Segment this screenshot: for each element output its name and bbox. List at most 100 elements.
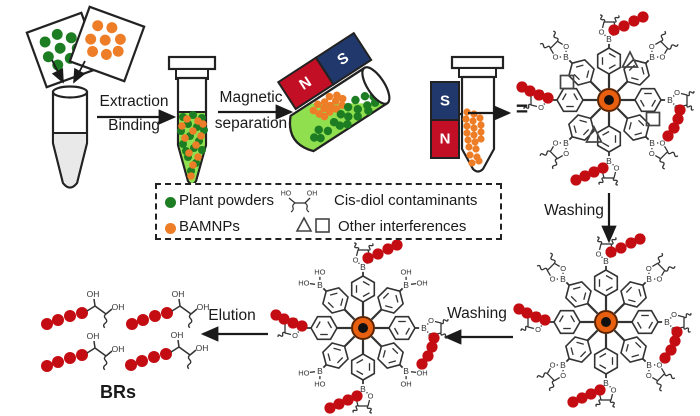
svg-text:O: O	[560, 371, 566, 380]
bamnp-brs-only: BOOOHOHBBOOHOHOBBOOHOHOBBOOOHOHB	[270, 239, 449, 414]
svg-text:O: O	[560, 264, 566, 273]
svg-text:B: B	[560, 274, 566, 284]
svg-text:B: B	[563, 138, 569, 148]
svg-text:O: O	[656, 275, 662, 284]
svg-text:B: B	[603, 378, 609, 388]
svg-text:O: O	[649, 149, 655, 158]
extraction-label: Extraction	[99, 93, 169, 110]
upright-magnet: SN	[430, 81, 460, 159]
svg-text:O: O	[611, 386, 617, 395]
svg-text:B: B	[649, 52, 655, 62]
svg-text:O: O	[649, 42, 655, 51]
tilted-magnet: NS	[276, 31, 373, 111]
svg-text:O: O	[550, 360, 556, 369]
bamnp-loaded-washed: BOOBOOBOOBOOBOOBOOBOOBOO	[513, 233, 692, 408]
plant-powder-dot-icon	[165, 197, 176, 208]
svg-text:B: B	[560, 360, 566, 370]
bamnp-packet	[68, 5, 146, 83]
svg-text:OH: OH	[172, 289, 185, 299]
elution-label: Elution	[208, 307, 256, 324]
washing-right-label: Washing	[544, 202, 604, 219]
legend-other-label: Other interferences	[338, 218, 467, 235]
svg-text:B: B	[317, 280, 323, 290]
svg-text:B: B	[606, 156, 612, 166]
legend-bamnps-label: BAMNPs	[179, 218, 240, 235]
svg-text:HO: HO	[298, 278, 309, 287]
svg-text:OH: OH	[197, 302, 210, 312]
svg-text:OH: OH	[307, 191, 318, 198]
square-icon	[315, 218, 330, 233]
svg-text:O: O	[550, 275, 556, 284]
tube-extract-binding	[167, 55, 217, 186]
other-interferences-icon	[295, 216, 335, 239]
svg-text:O: O	[614, 164, 620, 173]
svg-text:HO: HO	[298, 369, 309, 378]
br-molecule: OH OH	[126, 289, 209, 330]
svg-text:B: B	[403, 280, 409, 290]
svg-text:B: B	[606, 34, 612, 44]
svg-text:HO: HO	[314, 267, 325, 276]
svg-text:O: O	[292, 331, 298, 340]
triangle-icon	[295, 216, 313, 232]
svg-text:OH: OH	[112, 302, 125, 312]
svg-text:O: O	[656, 360, 662, 369]
svg-text:OH: OH	[87, 331, 100, 341]
svg-text:O: O	[659, 53, 665, 62]
svg-text:O: O	[674, 88, 680, 97]
bamnp-loaded-with-interferences: BOOBOOBOOBOOBOOBOOBOOBOO	[516, 11, 695, 186]
separation-label: separation	[214, 115, 288, 132]
svg-text:O: O	[599, 28, 605, 37]
svg-text:O: O	[563, 149, 569, 158]
svg-text:OH: OH	[416, 278, 427, 287]
tube-empty	[51, 85, 89, 189]
washing-mid-label: Washing	[447, 305, 507, 322]
legend-plant-powders-label: Plant powders	[179, 192, 275, 209]
svg-text:B: B	[403, 366, 409, 376]
svg-text:B: B	[603, 256, 609, 266]
legend-box: Plant powders BAMNPs HO OH Cis-diol cont…	[155, 183, 502, 240]
svg-text:B: B	[360, 384, 366, 394]
svg-text:B: B	[646, 274, 652, 284]
svg-text:O: O	[428, 316, 434, 325]
equals-sign: =	[515, 98, 529, 121]
cis-diol-structure-icon: HO OH	[279, 186, 331, 221]
svg-text:B: B	[667, 95, 673, 105]
svg-text:N: N	[440, 131, 451, 148]
legend-cis-diol-label: Cis-diol contaminants	[334, 192, 478, 209]
svg-text:B: B	[646, 360, 652, 370]
svg-text:O: O	[353, 256, 359, 265]
svg-text:O: O	[671, 310, 677, 319]
svg-text:O: O	[553, 138, 559, 147]
svg-text:S: S	[440, 93, 450, 110]
svg-text:O: O	[563, 42, 569, 51]
tilted-tube-magnet-group: NS	[276, 31, 391, 153]
svg-text:B: B	[360, 262, 366, 272]
svg-text:HO: HO	[281, 191, 292, 198]
br-molecule: OH OH	[41, 331, 124, 372]
svg-text:OH: OH	[171, 330, 184, 340]
svg-text:B: B	[421, 323, 427, 333]
svg-text:OH: OH	[112, 344, 125, 354]
binding-label: Binding	[108, 117, 160, 134]
svg-text:B: B	[649, 138, 655, 148]
svg-text:O: O	[538, 103, 544, 112]
svg-text:OH: OH	[400, 267, 411, 276]
svg-text:O: O	[646, 264, 652, 273]
svg-text:OH: OH	[400, 380, 411, 389]
svg-text:O: O	[553, 53, 559, 62]
svg-text:HO: HO	[314, 380, 325, 389]
svg-text:B: B	[664, 317, 670, 327]
svg-text:OH: OH	[416, 369, 427, 378]
svg-text:OH: OH	[87, 289, 100, 299]
svg-text:O: O	[596, 250, 602, 259]
tube-collected-bamnps: SN	[430, 55, 505, 173]
svg-text:B: B	[563, 52, 569, 62]
svg-text:B: B	[317, 366, 323, 376]
br-molecule: OH OH	[41, 289, 124, 330]
bamnp-dot-icon	[165, 223, 176, 234]
svg-text:O: O	[646, 371, 652, 380]
brs-label: BRs	[99, 382, 136, 402]
